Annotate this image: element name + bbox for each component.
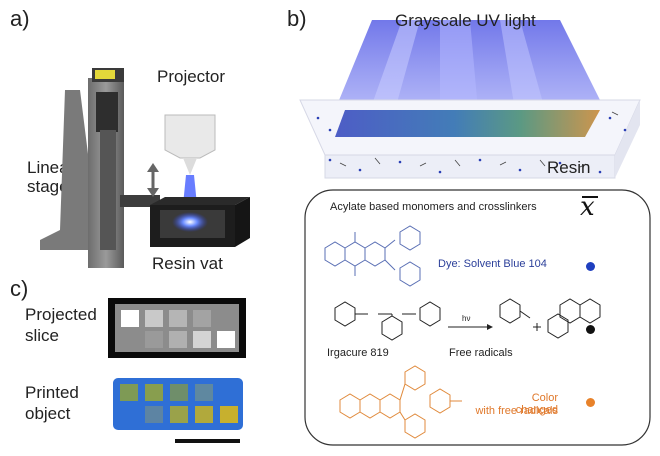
hv-label: hν [462,314,471,323]
projected-slice-label-line1: Projected [25,305,97,324]
irgacure-structure [334,298,601,341]
reaction-arrow-icon [448,324,493,330]
changed-structure [339,365,462,439]
x-symbol: x [580,192,595,222]
color-changed-label-line1: Color changed [515,392,558,416]
resin-vat-label: Resin vat [152,254,223,273]
projector-label: Projector [157,67,226,86]
resin-vat-icon [150,197,250,247]
panel-c-label: c) [10,276,29,301]
color-changed-label-line2: with free radicals [475,405,558,417]
free-radicals-label: Free radicals [449,347,513,359]
uv-light-label: Grayscale UV light [395,11,536,30]
dye-label: Dye: Solvent Blue 104 [438,258,547,270]
x-bar-symbol: x [580,192,598,222]
printed-object-image [113,378,243,430]
projected-slice-label-line2: slice [25,326,60,345]
overline [582,196,598,198]
dye-structure [324,225,421,287]
resin-label: Resin [547,158,591,177]
chemistry-box [304,189,651,446]
printed-object-label-line2: object [25,404,71,423]
panel-b-label: b) [287,6,307,31]
scale-bar-icon [175,439,240,443]
plus-icon [533,323,541,331]
double-arrow-icon [147,163,159,197]
linear-stage-icon [40,68,160,268]
printed-object-label-line1: Printed [25,383,79,402]
radical-dot [586,325,595,334]
uv-beam [335,20,605,110]
dye-dot [586,262,595,271]
panel-a-label: a) [10,6,30,31]
changed-dot [586,398,595,407]
resin-block [299,99,641,179]
linear-stage-label-line2: stage [27,177,69,196]
projected-slice-image [108,298,246,358]
photoinitiator-label: Irgacure 819 [327,347,389,359]
box-header: Acylate based monomers and crosslinkers [330,201,537,213]
